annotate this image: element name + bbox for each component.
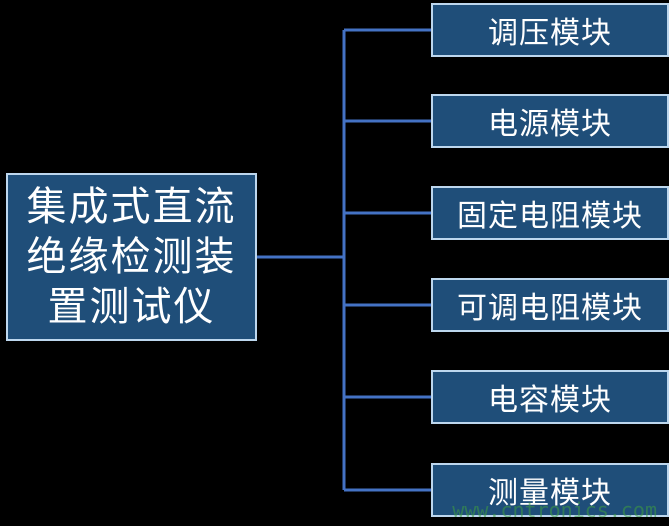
module-node-adjustable-resistor: 可调电阻模块 xyxy=(431,278,669,332)
module-node-voltage-regulation: 调压模块 xyxy=(431,3,669,57)
module-node-power-supply: 电源模块 xyxy=(431,94,669,148)
module-node-measurement: 测量模块 xyxy=(431,463,669,517)
module-node-capacitor: 电容模块 xyxy=(431,370,669,424)
root-node: 集成式直流绝缘检测装置测试仪 xyxy=(6,173,257,341)
module-node-label: 固定电阻模块 xyxy=(457,199,643,234)
root-node-label: 集成式直流绝缘检测装置测试仪 xyxy=(26,184,237,330)
module-node-label: 可调电阻模块 xyxy=(457,291,643,326)
module-node-label: 电源模块 xyxy=(488,107,612,142)
module-node-label: 测量模块 xyxy=(488,476,612,511)
module-node-fixed-resistor: 固定电阻模块 xyxy=(431,186,669,240)
module-node-label: 调压模块 xyxy=(488,16,612,51)
module-node-label: 电容模块 xyxy=(488,383,612,418)
watermark: www.cntronics.com xyxy=(452,498,657,522)
